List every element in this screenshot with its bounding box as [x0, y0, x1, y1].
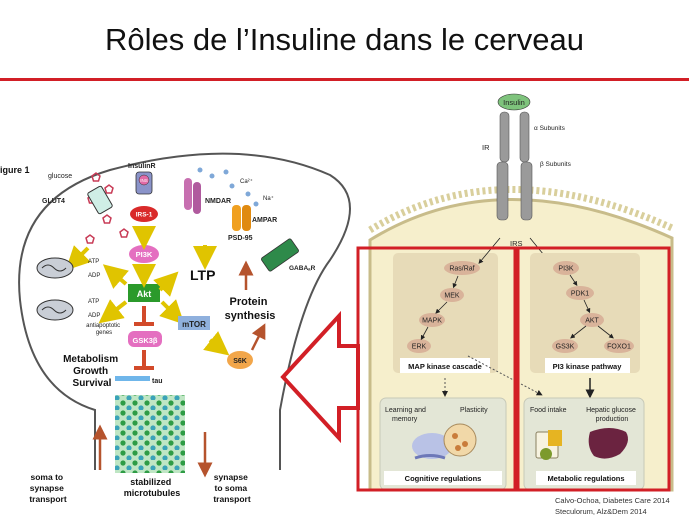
- food-intake-label: Food intake: [530, 407, 567, 414]
- yellow-activation-arrows: [65, 226, 230, 356]
- ras-raf-label: Ras/Raf: [449, 266, 474, 273]
- figure-label: igure 1: [0, 165, 30, 175]
- pdk1-label: PDK1: [571, 291, 589, 298]
- cross-dashed-arrow: [467, 355, 543, 396]
- right-figure: Insulin IR α Subunits β Subunits IRS Ras…: [356, 93, 674, 492]
- microtubule-bundle: [115, 395, 185, 473]
- mapk-label: MAPK: [422, 318, 442, 325]
- insulin-receptor-right-icon: [496, 111, 533, 221]
- s6k-node: [227, 351, 253, 369]
- atp-label-1: ATP: [88, 259, 99, 265]
- ltp-label: LTP: [190, 267, 215, 283]
- mapk-panel: [393, 253, 498, 373]
- cognitive-title-box: [384, 471, 502, 485]
- title-rule: [0, 78, 689, 81]
- adp-label-1: ADP: [88, 273, 100, 279]
- learning-memory-label: Learning and memory: [385, 407, 428, 423]
- highlight-box-pi3k: [516, 246, 671, 492]
- mtor-node: [178, 316, 210, 330]
- sodium-label: Na⁺: [263, 195, 274, 202]
- irs1-node: [130, 206, 158, 222]
- pi3k-nodes: [552, 261, 634, 353]
- ampar-label: AMPAR: [252, 217, 277, 224]
- mapk-nodes: [407, 261, 480, 353]
- tau-label: tau: [152, 378, 163, 385]
- ion-dot-icons: [197, 167, 259, 207]
- pi3k-panel: [530, 253, 640, 373]
- mapk-title-box: [400, 358, 490, 373]
- neuron-membrane: [18, 152, 351, 418]
- foxo1-label: FOXO1: [607, 344, 631, 351]
- erk-label: ERK: [412, 344, 427, 351]
- metabolic-title-box: [536, 471, 636, 485]
- irs1-label: IRS-1: [136, 212, 153, 219]
- ampar-receptor-icon: [232, 205, 251, 231]
- ir-label: IR: [482, 143, 490, 152]
- ins-label: INS: [140, 178, 148, 183]
- gsk3b-label: GSK3β: [132, 336, 157, 345]
- s6k-to-protein-arrow: [250, 323, 266, 351]
- psd95-label: PSD-95: [228, 235, 253, 242]
- gs3k-label: GS3K: [556, 344, 575, 351]
- metabolic-title: Metabolic regulations: [547, 474, 624, 483]
- akt-node: [128, 284, 160, 302]
- food-icon: [535, 430, 562, 460]
- inhibition-bars: [134, 306, 154, 370]
- metabolism-growth-survival: Metabolism Growth Survival: [63, 354, 121, 389]
- glut4-transporter-icon: [87, 185, 113, 215]
- pi3k-title: PI3 kinase pathway: [553, 362, 623, 371]
- calcium-label: Ca²⁺: [240, 178, 253, 185]
- citation-2: Steculorum, Alz&Dem 2014: [555, 507, 647, 516]
- nmdar-label: NMDAR: [205, 198, 231, 205]
- big-pointing-arrow: [280, 310, 360, 444]
- gabaar-label: GABAₐR: [289, 265, 316, 272]
- insulinr-label: InsulinR: [128, 163, 156, 170]
- cognitive-title: Cognitive regulations: [405, 474, 482, 483]
- hepatic-glucose-label: Hepatic glucose production: [586, 407, 638, 423]
- slide-title: Rôles de l’Insuline dans le cerveau: [104, 22, 585, 57]
- akt-label: Akt: [137, 289, 152, 299]
- glut4-label: GLUT4: [42, 198, 65, 205]
- akt-to-mtor-arrow: [153, 271, 179, 297]
- akt-right-label: AKT: [585, 318, 599, 325]
- stabilized-microtubules-label: stabilized microtubules: [124, 477, 181, 498]
- insulin-molecule: [497, 93, 531, 111]
- beta-subunits-label: β Subunits: [540, 161, 572, 168]
- tau-bar: [115, 376, 150, 381]
- mtor-label: mTOR: [182, 320, 206, 329]
- soma-to-synapse-label: soma to synapse transport: [29, 472, 66, 504]
- pi3k-label: PI3K: [136, 250, 153, 259]
- mitochondrion-icons: [36, 257, 74, 321]
- mek-label: MEK: [444, 293, 460, 300]
- citation-1: Calvo-Ochoa, Diabetes Care 2014: [555, 496, 670, 505]
- glucose-label: glucose: [48, 173, 72, 180]
- gsk3b-node: [128, 331, 162, 347]
- s6k-label: S6K: [233, 358, 247, 365]
- alpha-subunits-label: α Subunits: [534, 125, 566, 132]
- plasticity-label: Plasticity: [460, 407, 488, 414]
- adp-label-2: ADP: [88, 313, 100, 319]
- gabaar-receptor-icon: [261, 238, 299, 272]
- nmdar-receptor-icon: [184, 178, 201, 214]
- insulin-label: Insulin: [503, 98, 525, 107]
- liver-icon: [588, 428, 628, 459]
- left-figure: igure 1 glucose GLUT4 InsulinR INS IRS-1…: [0, 152, 351, 504]
- synapse-illustration-icon: [412, 423, 477, 460]
- protein-synthesis-label: Protein synthesis: [225, 296, 276, 322]
- pi3k-title-box: [545, 358, 630, 373]
- irs-label: IRS: [510, 239, 523, 248]
- synapse-to-soma-label: synapse to soma transport: [213, 472, 250, 504]
- mapk-title: MAP kinase cascade: [408, 362, 482, 371]
- antiapoptotic-label: antiapoptotic genes: [86, 323, 122, 336]
- atp-label-2: ATP: [88, 299, 99, 305]
- pi3k-right-label: PI3K: [558, 266, 574, 273]
- pi3k-cascade-arrows: [569, 274, 614, 339]
